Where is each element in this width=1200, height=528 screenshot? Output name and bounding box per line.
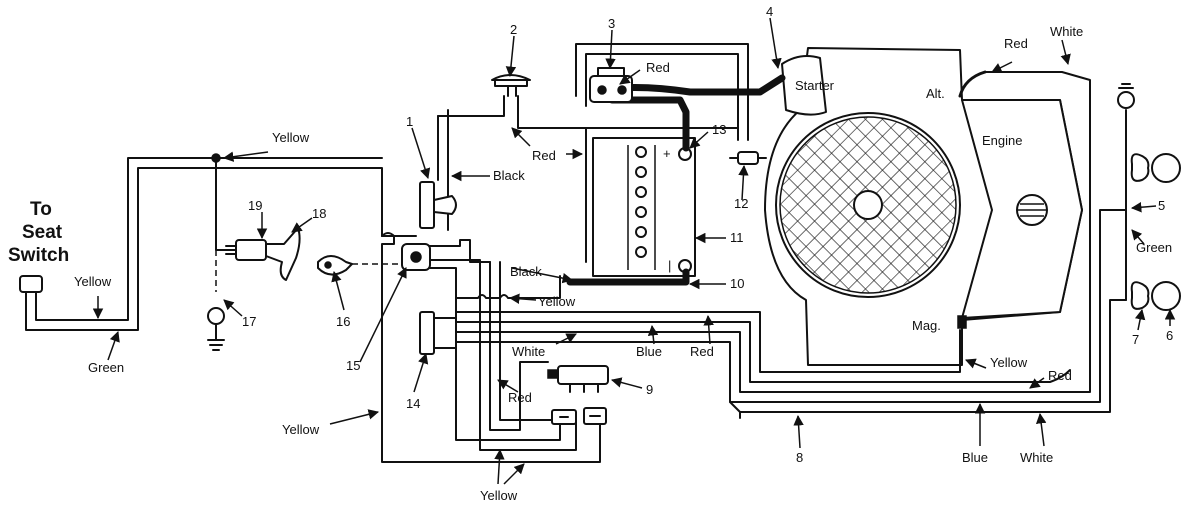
seat-switch-plug: [19, 275, 43, 293]
callout-17: 17: [242, 314, 256, 329]
battery: + |: [592, 137, 696, 277]
wire-label-red-mid: Red: [690, 344, 714, 359]
wire-label-blue-mid: Blue: [636, 344, 662, 359]
callout-12: 12: [734, 196, 748, 211]
component-14: [419, 311, 457, 355]
leader-lines: [92, 17, 1176, 485]
callout-13: 13: [712, 122, 726, 137]
wire-label-black-10: Black: [510, 264, 542, 279]
wire-label-blue-bottom: Blue: [962, 450, 988, 465]
alt-label: Alt.: [926, 86, 945, 101]
component-18: [265, 227, 301, 281]
component-17: [207, 250, 225, 351]
callout-9: 9: [646, 382, 653, 397]
wire-label-yellow-bottom: Yellow: [480, 488, 518, 503]
callout-11: 11: [730, 230, 744, 245]
cable-4: [614, 74, 786, 96]
wire-label-yellow-left: Yellow: [74, 274, 112, 289]
callout-19: 19: [248, 198, 262, 213]
callout-14: 14: [406, 396, 420, 411]
wire-label-black-1: Black: [493, 168, 525, 183]
wire-label-white-bottom: White: [1020, 450, 1053, 465]
callout-8: 8: [796, 450, 803, 465]
wire-label-red-9: Red: [508, 390, 532, 405]
labels: To Seat Switch Yellow Yellow Green Yello…: [8, 4, 1173, 503]
wire-label-green-right: Green: [1136, 240, 1172, 255]
harness: [25, 71, 1127, 463]
alternator-lead: [958, 70, 987, 98]
callout-15: 15: [346, 358, 360, 373]
starter-motor: [781, 55, 827, 116]
callout-16: 16: [336, 314, 350, 329]
cable-13: [608, 96, 690, 152]
wire-label-red-13: Red: [532, 148, 556, 163]
battery-plus: +: [663, 146, 671, 161]
component-lights: [1117, 83, 1181, 311]
callout-2: 2: [510, 22, 517, 37]
flywheel-hub: [853, 190, 883, 220]
engine-label: Engine: [982, 133, 1022, 148]
wire-label-red-solenoid: Red: [646, 60, 670, 75]
engine: Starter Alt. Engine Mag.: [764, 47, 1083, 366]
wire-label-yellow-mag: Yellow: [990, 355, 1028, 370]
wire-label-yellow-top: Yellow: [272, 130, 310, 145]
component-9: [547, 365, 609, 393]
wire-label-red-alt: Red: [1004, 36, 1028, 51]
callout-18: 18: [312, 206, 326, 221]
component-16: [317, 255, 402, 276]
wire-label-yellow-bottom-left: Yellow: [282, 422, 320, 437]
component-2: [491, 74, 531, 97]
callout-3: 3: [608, 16, 615, 31]
magneto-terminal: [957, 315, 967, 329]
battery-minus: |: [668, 258, 671, 273]
callout-6: 6: [1166, 328, 1173, 343]
component-1: [419, 181, 457, 229]
wire-label-white-alt: White: [1050, 24, 1083, 39]
seat-switch-label-line2: Seat: [22, 222, 63, 243]
callout-1: 1: [406, 114, 413, 129]
callout-10: 10: [730, 276, 744, 291]
component-12: [729, 151, 767, 165]
cable-10: [566, 268, 690, 286]
mag-label: Mag.: [912, 318, 941, 333]
wire-label-red-right: Red: [1048, 368, 1072, 383]
wire-label-yellow-mid: Yellow: [538, 294, 576, 309]
starter-label: Starter: [795, 78, 835, 93]
component-15: [401, 243, 431, 271]
callout-4: 4: [766, 4, 773, 19]
connectors-bottom: [551, 407, 607, 425]
wire-label-white-mid: White: [512, 344, 545, 359]
seat-switch-label-line1: To: [30, 199, 52, 220]
callout-7: 7: [1132, 332, 1139, 347]
wire-label-green-left: Green: [88, 360, 124, 375]
callout-5: 5: [1158, 198, 1165, 213]
oil-cap-ribs: [1018, 203, 1046, 217]
seat-switch-label-line3: Switch: [8, 245, 69, 266]
